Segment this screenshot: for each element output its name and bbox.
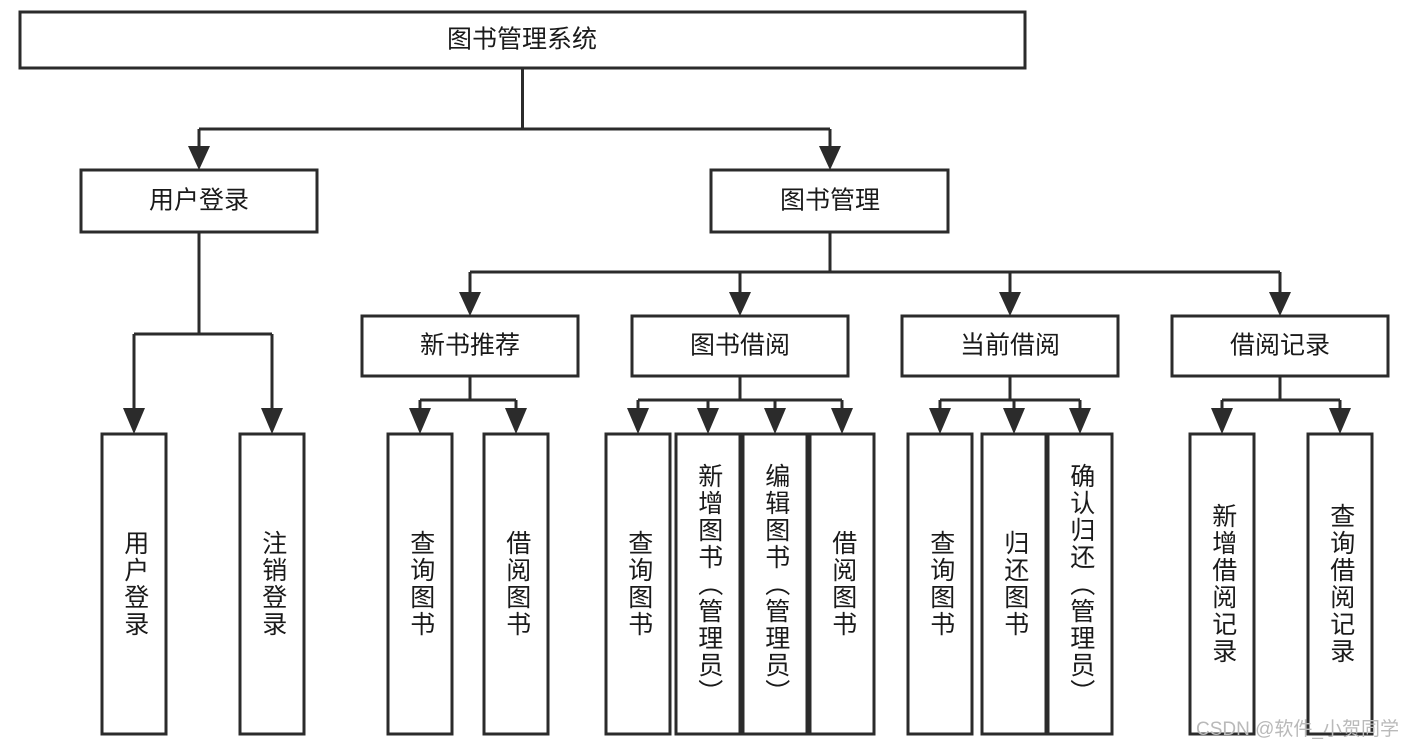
node-box-borrow-record[interactable]	[1170, 314, 1390, 378]
csdn-watermark: CSDN @软件_小贺同学	[1196, 719, 1399, 740]
label-root: 图书管理系统	[447, 26, 597, 54]
arrow-head-leaf-confirm-return	[1069, 408, 1091, 434]
label-book-management: 图书管理	[780, 187, 880, 215]
arrow-head-leaf-user-login	[123, 408, 145, 434]
node-box-root[interactable]	[18, 10, 1027, 70]
label-leaf-user-login: 用户登录	[120, 530, 149, 638]
arrow-head-leaf-query-book-1	[409, 408, 431, 434]
label-leaf-query-book-2: 查询图书	[624, 530, 653, 638]
label-leaf-edit-book: 编辑图书（管理员）	[761, 462, 790, 706]
arrow-head-leaf-add-record	[1211, 408, 1233, 434]
node-box-leaf-logout-login[interactable]	[238, 432, 306, 736]
node-labels-horizontal: 图书管理系统 用户登录 图书管理 新书推荐 图书借阅 当前借阅 借阅记录	[149, 26, 1330, 360]
node-box-leaf-add-book[interactable]	[674, 432, 742, 736]
node-box-current-borrow[interactable]	[900, 314, 1120, 378]
label-leaf-add-record: 新增借阅记录	[1208, 503, 1237, 665]
arrow-head-current-borrow	[999, 292, 1021, 316]
node-box-leaf-query-book-2[interactable]	[604, 432, 672, 736]
arrow-head-leaf-logout-login	[261, 408, 283, 434]
label-book-borrow: 图书借阅	[690, 332, 790, 360]
node-box-leaf-user-login[interactable]	[100, 432, 168, 736]
connector-group-book-management	[459, 232, 1291, 316]
label-leaf-return-book: 归还图书	[1000, 530, 1029, 638]
connector-group-borrow-record	[1211, 376, 1351, 434]
node-box-new-book-recommend[interactable]	[360, 314, 580, 378]
label-borrow-record: 借阅记录	[1230, 332, 1330, 360]
node-box-leaf-query-book-3[interactable]	[906, 432, 974, 736]
label-leaf-add-book: 新增图书（管理员）	[694, 462, 723, 706]
label-leaf-logout-login: 注销登录	[258, 530, 287, 638]
arrow-head-leaf-query-record	[1329, 408, 1351, 434]
label-new-book-recommend: 新书推荐	[420, 332, 520, 360]
arrow-head-leaf-return-book	[1003, 408, 1025, 434]
node-box-book-borrow[interactable]	[630, 314, 850, 378]
label-user-login: 用户登录	[149, 187, 249, 215]
node-boxes	[18, 10, 1390, 736]
arrow-head-new-book-recommend	[459, 292, 481, 316]
label-current-borrow: 当前借阅	[960, 332, 1060, 360]
node-box-leaf-borrow-book-1[interactable]	[482, 432, 550, 736]
node-box-leaf-edit-book[interactable]	[741, 432, 809, 736]
connector-group-new-book-recommend	[409, 376, 527, 434]
connector-group-user-login	[123, 232, 283, 434]
arrow-head-leaf-borrow-book-1	[505, 408, 527, 434]
connector-group-current-borrow	[929, 376, 1091, 434]
node-box-leaf-borrow-book-2[interactable]	[808, 432, 876, 736]
node-box-leaf-query-record[interactable]	[1306, 432, 1374, 736]
arrow-head-leaf-query-book-3	[929, 408, 951, 434]
arrow-head-leaf-query-book-2	[627, 408, 649, 434]
label-leaf-query-book-1: 查询图书	[406, 530, 435, 638]
arrow-head-user-login	[188, 146, 210, 170]
node-box-book-management[interactable]	[709, 168, 950, 234]
arrow-head-borrow-record	[1269, 292, 1291, 316]
arrow-head-book-management	[819, 146, 841, 170]
node-box-leaf-query-book-1[interactable]	[386, 432, 454, 736]
arrow-head-book-borrow	[729, 292, 751, 316]
node-box-leaf-return-book[interactable]	[980, 432, 1048, 736]
label-leaf-query-record: 查询借阅记录	[1326, 503, 1355, 665]
connector-group-book-borrow	[627, 376, 853, 434]
label-leaf-borrow-book-2: 借阅图书	[828, 530, 857, 638]
label-leaf-query-book-3: 查询图书	[926, 530, 955, 638]
arrow-head-leaf-edit-book	[764, 408, 786, 434]
arrow-head-leaf-add-book	[697, 408, 719, 434]
node-box-leaf-add-record[interactable]	[1188, 432, 1256, 736]
label-leaf-borrow-book-1: 借阅图书	[502, 530, 531, 638]
node-box-user-login[interactable]	[79, 168, 319, 234]
arrow-head-leaf-borrow-book-2	[831, 408, 853, 434]
node-box-leaf-confirm-return[interactable]	[1046, 432, 1114, 736]
connector-group-root	[188, 68, 841, 170]
label-leaf-confirm-return: 确认归还（管理员）	[1066, 462, 1095, 706]
